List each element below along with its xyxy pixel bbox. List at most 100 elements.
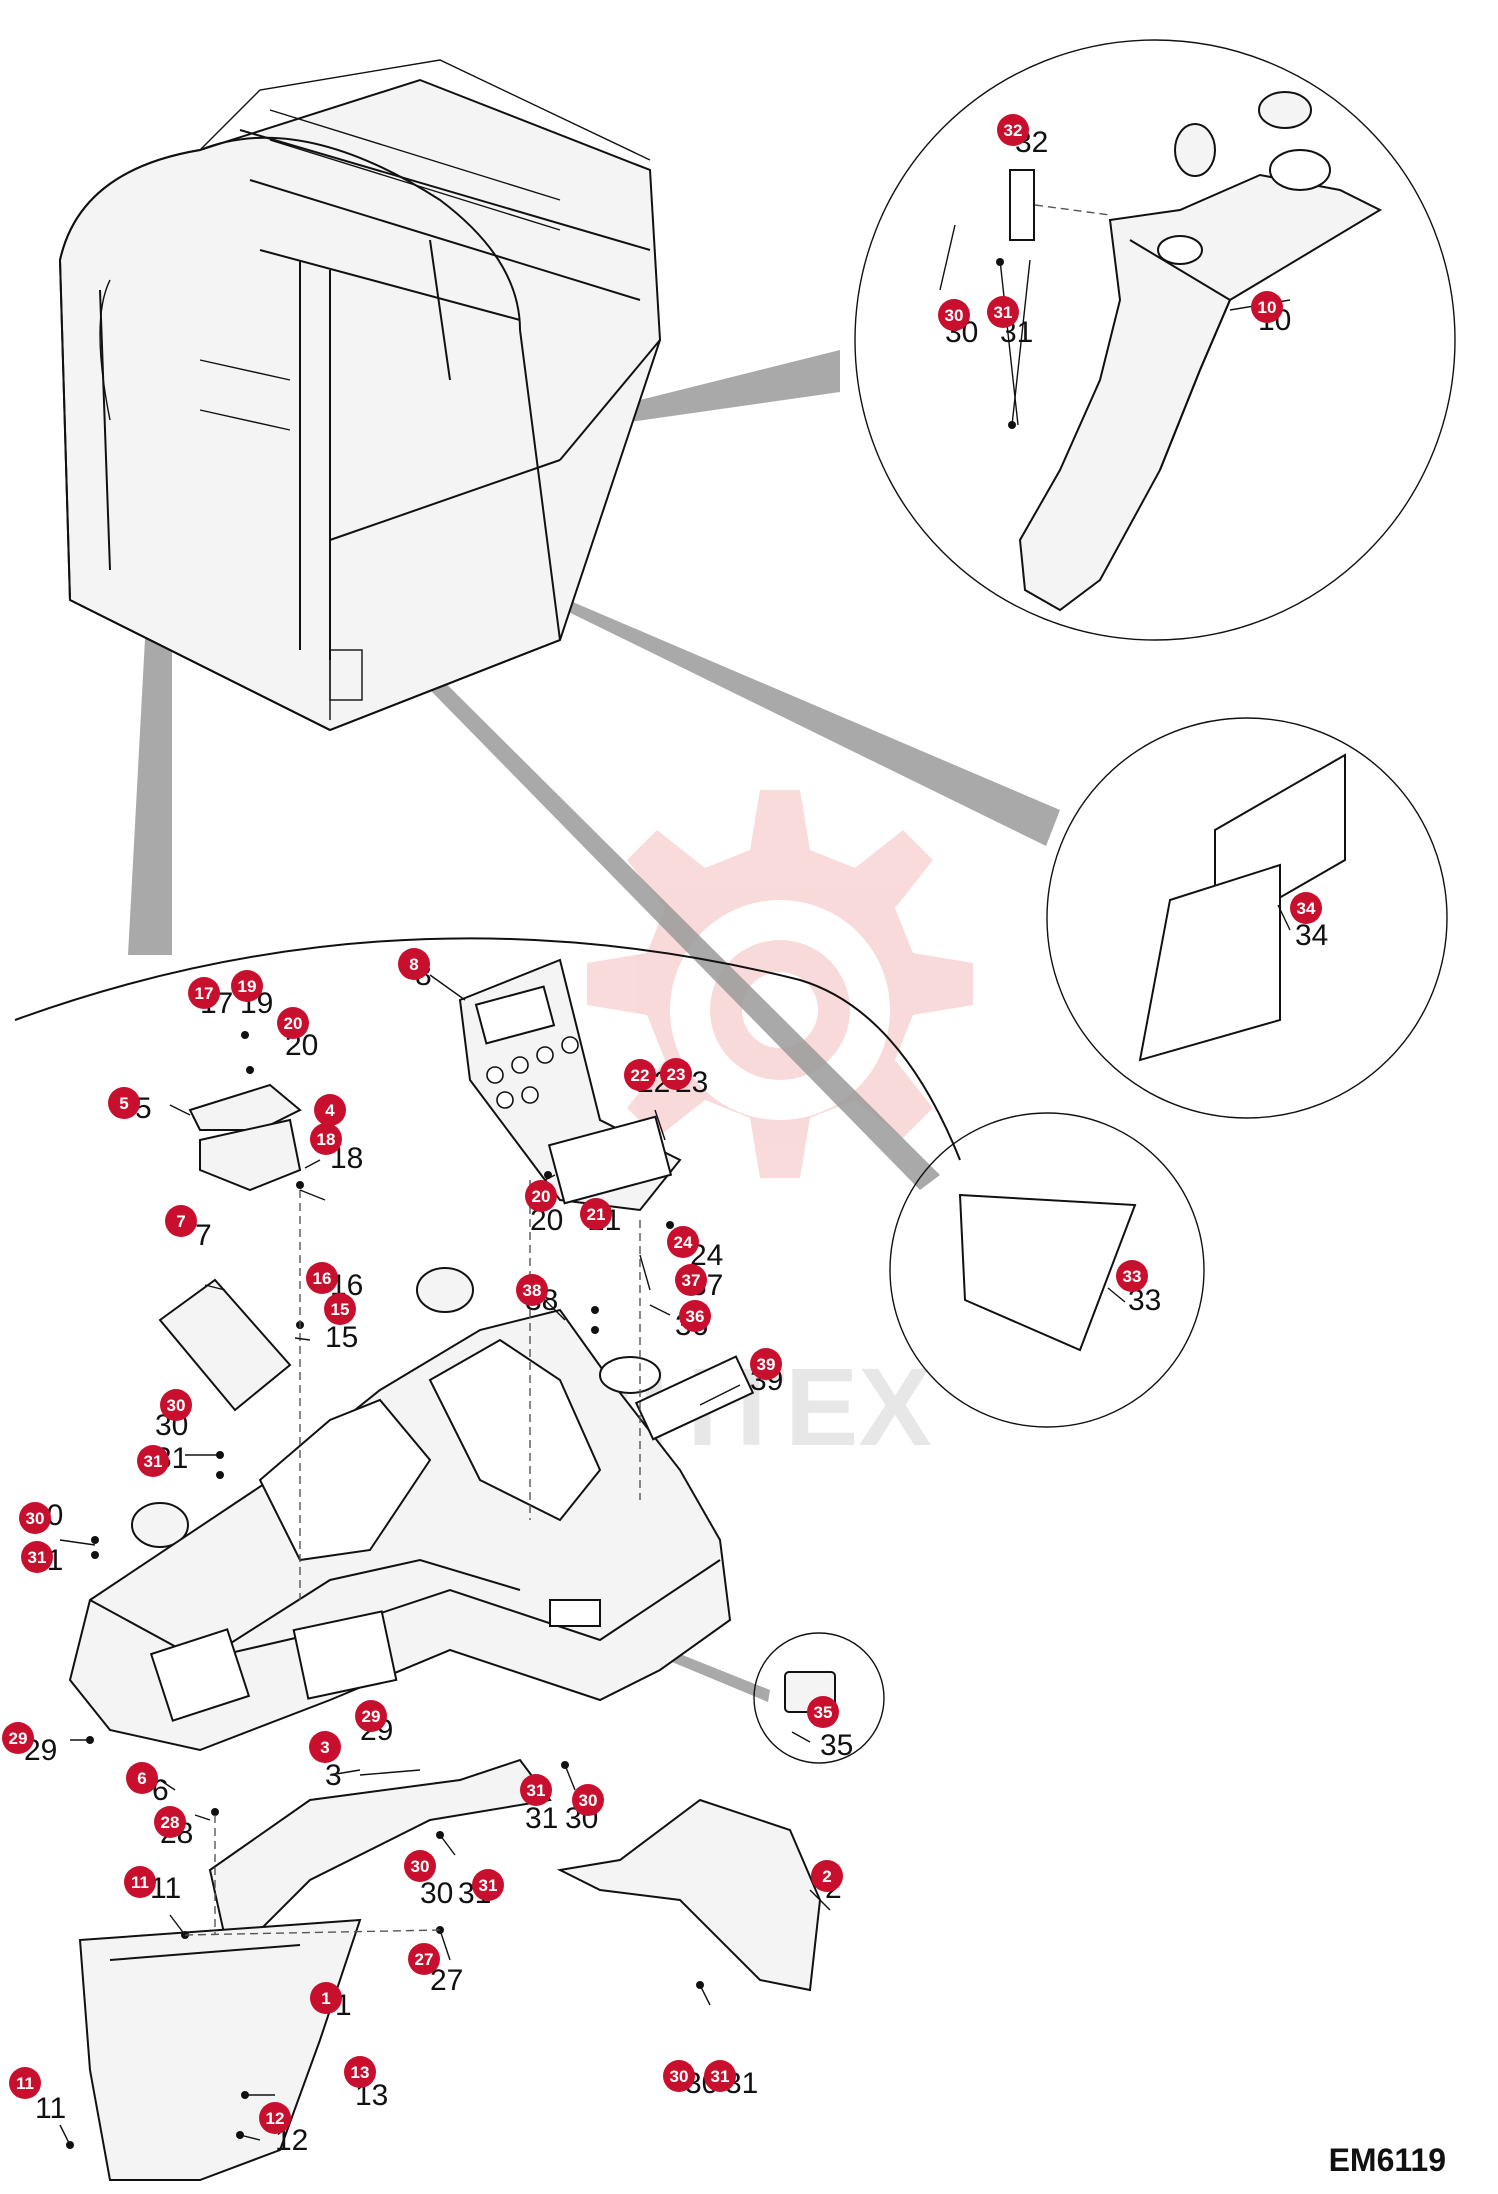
callout-number: 4 bbox=[325, 1101, 335, 1120]
callout-number: 29 bbox=[9, 1729, 28, 1748]
callout-number: 20 bbox=[284, 1014, 303, 1033]
callout-number: 23 bbox=[667, 1065, 686, 1084]
callout-number: 30 bbox=[670, 2067, 689, 2086]
callout-number: 31 bbox=[527, 1781, 546, 1800]
panel-drawing bbox=[1138, 753, 1346, 1062]
callout-number: 3 bbox=[320, 1738, 329, 1757]
callout-number: 2 bbox=[822, 1867, 831, 1886]
callout-1: 1 bbox=[310, 1982, 342, 2014]
callout-2: 2 bbox=[811, 1860, 843, 1892]
callout-number: 31 bbox=[711, 2067, 730, 2086]
callout-18: 18 bbox=[310, 1123, 342, 1155]
detail-circle-pillar bbox=[854, 39, 1456, 641]
callout-number: 5 bbox=[119, 1094, 128, 1113]
callouts: 1 2 3 4 5 6 7 8 10 11 11 12 13 15 16 17 … bbox=[2, 114, 1322, 2134]
callout-34: 34 bbox=[1290, 892, 1322, 924]
callout-number: 8 bbox=[409, 955, 418, 974]
callout-30: 30 bbox=[663, 2060, 695, 2092]
callout-37: 37 bbox=[675, 1264, 707, 1296]
callout-29: 29 bbox=[355, 1700, 387, 1732]
callout-8: 8 bbox=[398, 948, 430, 980]
callout-number: 16 bbox=[313, 1269, 332, 1288]
callout-31: 31 bbox=[987, 296, 1019, 328]
callout-number: 35 bbox=[814, 1703, 833, 1722]
callout-39: 39 bbox=[750, 1348, 782, 1380]
callout-27: 27 bbox=[408, 1943, 440, 1975]
plain-label: 35 bbox=[820, 1729, 853, 1762]
callout-number: 31 bbox=[479, 1876, 498, 1895]
detail-arc bbox=[14, 937, 961, 1161]
callout-20: 20 bbox=[277, 1007, 309, 1039]
callout-3: 3 bbox=[309, 1731, 341, 1763]
callout-22: 22 bbox=[624, 1059, 656, 1091]
callout-38: 38 bbox=[516, 1274, 548, 1306]
callout-24: 24 bbox=[667, 1226, 699, 1258]
callout-30: 30 bbox=[160, 1389, 192, 1421]
plain-label: 34 bbox=[1295, 919, 1328, 952]
callout-28: 28 bbox=[154, 1806, 186, 1838]
callout-11: 11 bbox=[9, 2067, 41, 2099]
callout-number: 31 bbox=[28, 1548, 47, 1567]
callout-number: 7 bbox=[176, 1212, 185, 1231]
callout-number: 27 bbox=[415, 1950, 434, 1969]
callout-31: 31 bbox=[21, 1541, 53, 1573]
callout-number: 37 bbox=[682, 1271, 701, 1290]
callout-number: 13 bbox=[351, 2063, 370, 2082]
callout-number: 6 bbox=[137, 1769, 146, 1788]
callout-20: 20 bbox=[525, 1180, 557, 1212]
callout-29: 29 bbox=[2, 1722, 34, 1754]
callout-23: 23 bbox=[660, 1058, 692, 1090]
callout-number: 31 bbox=[994, 303, 1013, 322]
callout-4: 4 bbox=[314, 1094, 346, 1126]
callout-32: 32 bbox=[997, 114, 1029, 146]
callout-number: 30 bbox=[945, 306, 964, 325]
callout-number: 17 bbox=[195, 984, 214, 1003]
projection-wedge-panel bbox=[540, 588, 1060, 846]
exploded-dashboard-drawing bbox=[66, 958, 822, 2181]
callout-15: 15 bbox=[324, 1293, 356, 1325]
callout-36: 36 bbox=[679, 1300, 711, 1332]
callout-number: 34 bbox=[1297, 899, 1316, 918]
plain-label: 31 bbox=[525, 1802, 558, 1835]
callout-number: 11 bbox=[16, 2074, 34, 2093]
callout-number: 30 bbox=[26, 1509, 45, 1528]
plain-label: 11 bbox=[35, 2092, 66, 2125]
callout-number: 18 bbox=[317, 1130, 336, 1149]
plain-label: 3 bbox=[325, 1759, 342, 1792]
callout-30: 30 bbox=[19, 1502, 51, 1534]
detail-circle-switch bbox=[753, 1632, 885, 1764]
callout-number: 30 bbox=[579, 1791, 598, 1810]
glass-drawing bbox=[958, 1193, 1137, 1352]
callout-10: 10 bbox=[1251, 291, 1283, 323]
callout-number: 11 bbox=[131, 1873, 149, 1892]
callout-number: 32 bbox=[1004, 121, 1023, 140]
callout-7: 7 bbox=[165, 1205, 197, 1237]
callout-17: 17 bbox=[188, 977, 220, 1009]
callout-30: 30 bbox=[404, 1850, 436, 1882]
callout-30: 30 bbox=[938, 299, 970, 331]
callout-number: 1 bbox=[321, 1989, 330, 2008]
callout-number: 10 bbox=[1258, 298, 1277, 317]
callout-33: 33 bbox=[1116, 1260, 1148, 1292]
callout-number: 36 bbox=[686, 1307, 705, 1326]
callout-31: 31 bbox=[137, 1445, 169, 1477]
figure-code: EM6119 bbox=[1328, 2142, 1446, 2178]
callout-16: 16 bbox=[306, 1262, 338, 1294]
callout-30: 30 bbox=[572, 1784, 604, 1816]
callout-13: 13 bbox=[344, 2056, 376, 2088]
cab-drawing bbox=[58, 59, 662, 732]
callout-31: 31 bbox=[704, 2060, 736, 2092]
plain-label: 7 bbox=[195, 1219, 212, 1252]
callout-21: 21 bbox=[580, 1198, 612, 1230]
callout-number: 29 bbox=[362, 1707, 381, 1726]
callout-19: 19 bbox=[231, 970, 263, 1002]
callout-number: 24 bbox=[674, 1233, 693, 1252]
callout-number: 15 bbox=[331, 1300, 350, 1319]
callout-12: 12 bbox=[259, 2102, 291, 2134]
callout-number: 28 bbox=[161, 1813, 180, 1832]
plain-label: 30 bbox=[420, 1877, 453, 1910]
callout-number: 30 bbox=[411, 1857, 430, 1876]
callout-5: 5 bbox=[108, 1087, 140, 1119]
callout-35: 35 bbox=[807, 1696, 839, 1728]
callout-number: 31 bbox=[144, 1452, 163, 1471]
